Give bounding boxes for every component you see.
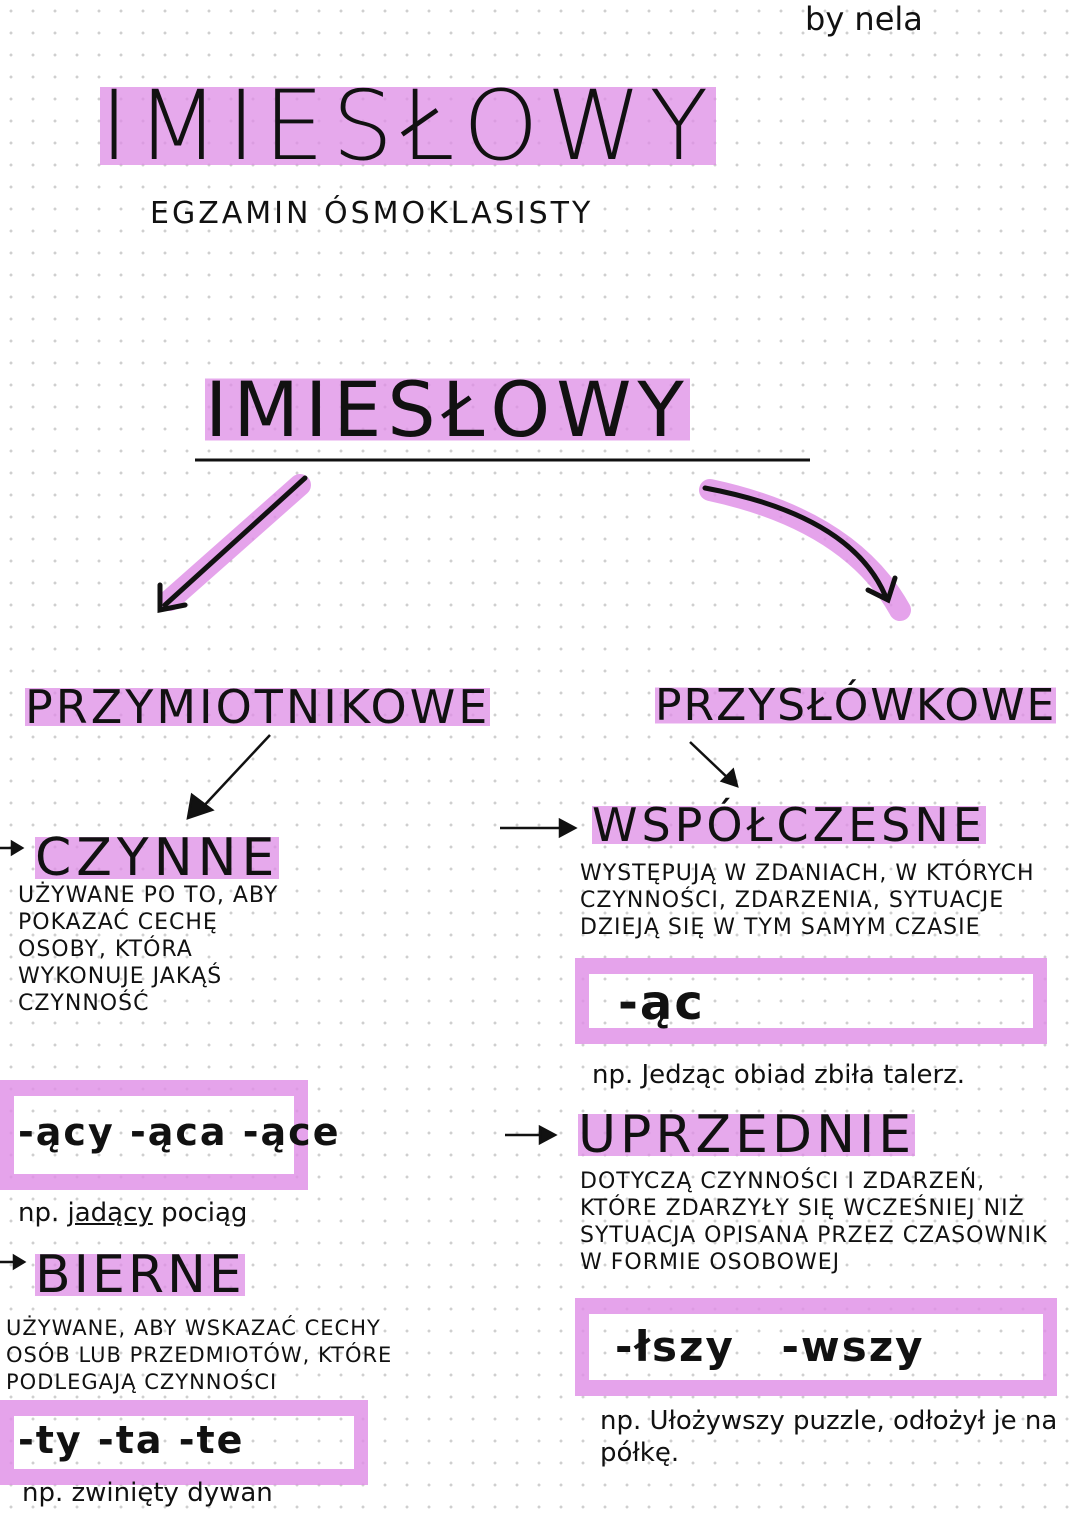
uprzednie-description: DOTYCZĄ CZYNNOŚCI I ZDARZEŃ, KTÓRE ZDARZ… — [580, 1169, 1048, 1275]
heading-wspolczesne: WSPÓŁCZESNE — [592, 798, 986, 852]
example-rest: pociąg — [161, 1198, 248, 1228]
bierne-example: np. zwinięty dywan — [22, 1478, 273, 1508]
example-word: jadący — [67, 1198, 153, 1228]
author-signature: by nela — [805, 0, 923, 38]
heading-przyslowkowe: PRZYSŁÓWKOWE — [655, 680, 1057, 731]
bierne-suffixes: -ty -ta -te — [18, 1418, 245, 1462]
arrow-to-przyslowkowe — [702, 485, 888, 598]
page-title: IMIESŁOWY — [100, 70, 717, 182]
czynne-suffixes: -ący -ąca -ące — [18, 1110, 341, 1154]
arrow-to-wspolczesne — [689, 741, 731, 781]
uprzednie-example: np. Ułożywszy puzzle, odłożył je na półk… — [600, 1406, 1058, 1468]
heading-przymiotnikowe: PRZYMIOTNIKOWE — [25, 680, 491, 734]
czynne-example: np. jadący pociąg — [18, 1198, 247, 1228]
bierne-description: UŻYWANE, ABY WSKAZAĆ CECHY OSÓB LUB PRZE… — [6, 1316, 393, 1394]
wspolczesne-description: WYSTĘPUJĄ W ZDANIACH, W KTÓRYCH CZYNNOŚC… — [580, 861, 1035, 940]
uprzednie-suffixes: -łszy -wszy — [615, 1322, 925, 1371]
heading-czynne: CZYNNE — [35, 828, 280, 888]
heading-bierne: BIERNE — [35, 1245, 245, 1305]
wspolczesne-suffix-box — [575, 958, 1047, 1044]
bierne-suffix-box — [0, 1400, 368, 1485]
czynne-suffix-box — [0, 1080, 308, 1190]
arrow-to-czynne — [199, 734, 271, 811]
wspolczesne-example: np. Jedząc obiad zbiła talerz. — [592, 1060, 966, 1090]
example-prefix: np. — [18, 1198, 60, 1228]
czynne-description: UŻYWANE PO TO, ABY POKAZAĆ CECHĘ OSOBY, … — [18, 883, 279, 1016]
diagram-root: IMIESŁOWY — [205, 365, 690, 454]
arrow-to-przymiotnikowe — [162, 475, 308, 608]
page-subtitle: EGZAMIN ÓSMOKLASISTY — [150, 196, 594, 231]
wspolczesne-suffixes: -ąc — [618, 975, 705, 1031]
uprzednie-suffix-box — [575, 1298, 1057, 1396]
heading-uprzednie: UPRZEDNIE — [578, 1105, 916, 1165]
